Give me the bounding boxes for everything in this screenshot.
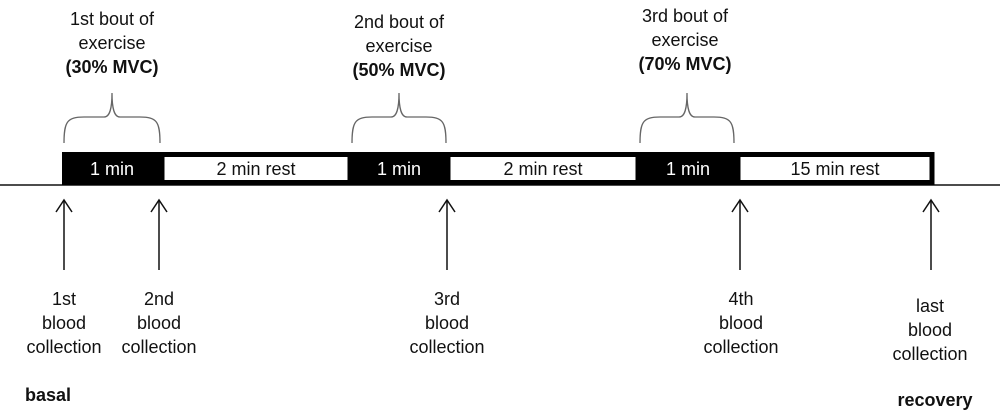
bout-brace [639,92,735,144]
segment-exercise-2 [350,152,448,185]
segment-exercise-3 [638,152,738,185]
segment-label: 1 min [377,159,421,179]
segment-label: 2 min rest [503,159,582,179]
collection-label: 4th blood collection [703,289,779,357]
segment-exercise-1 [62,152,162,185]
timeline-bar: 1 min 2 min rest 1 min 2 min rest 1 min … [62,152,935,185]
phase-label-basal: basal [24,385,72,405]
segment-label: 1 min [666,159,710,179]
collection-label: last blood collection [892,296,968,364]
collection-arrow [150,198,168,270]
bout-brace [351,92,447,144]
bout-intensity: (50% MVC) [352,60,446,80]
segment-label: 1 min [90,159,134,179]
segment-label: 15 min rest [790,159,879,179]
bout-intensity: (70% MVC) [638,54,732,74]
phase-label-recovery: recovery [897,390,973,410]
collection-arrow [55,198,73,270]
bout-label: 2nd bout of exercise (50% MVC) [329,10,469,82]
collection-label: 3rd blood collection [409,289,485,357]
collection-label: 1st blood collection [26,289,102,357]
bout-label: 3rd bout of exercise (70% MVC) [615,4,755,76]
collection-arrow [438,198,456,270]
collection-label: 2nd blood collection [121,289,197,357]
collection-arrow [731,198,749,270]
segment-rest-3 [735,152,935,185]
collection-arrow [922,198,940,270]
bout-brace [63,92,161,144]
bout-intensity: (30% MVC) [65,57,159,77]
bout-label: 1st bout of exercise (30% MVC) [42,7,182,79]
segment-label: 2 min rest [216,159,295,179]
segment-rest-1 [159,152,353,185]
